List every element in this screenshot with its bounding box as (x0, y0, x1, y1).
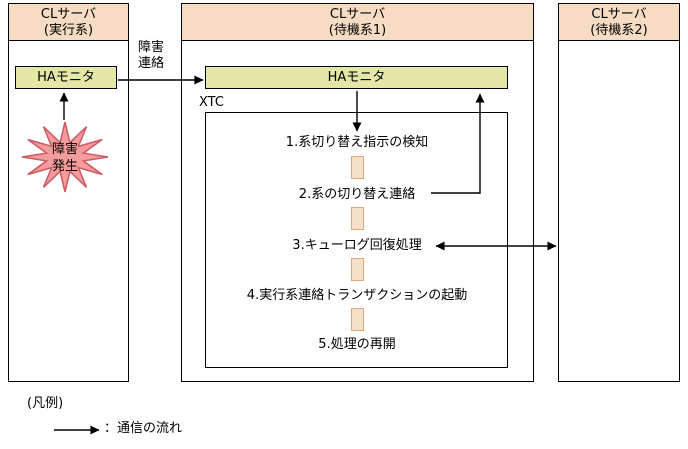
legend-flow-label: ：通信の流れ (104, 421, 183, 436)
legend-title: (凡例) (27, 396, 64, 411)
failure-notice-label: 障害 連絡 (138, 40, 165, 71)
step-connector-3 (351, 258, 364, 281)
step-4: 4.実行系連絡トランザクションの起動 (246, 288, 468, 303)
step-connector-1 (351, 156, 364, 179)
ha-monitor-active: HAモニタ (15, 66, 117, 89)
step-connector-2 (351, 207, 364, 230)
step-2: 2.系の切り替え連絡 (298, 187, 416, 202)
failure-burst-label: 障害 発生 (51, 142, 78, 174)
step-3: 3.キューログ回復処理 (292, 238, 422, 253)
step-1: 1.系切り替え指示の検知 (285, 135, 429, 150)
server-box-standby2: CLサーバ (待機系2) (558, 3, 680, 382)
ha-monitor-standby1: HAモニタ (205, 66, 508, 89)
server-header-standby1: CLサーバ (待機系1) (182, 4, 533, 41)
step-connector-4 (351, 308, 364, 331)
server-header-active: CLサーバ (実行系) (9, 4, 128, 41)
server-box-active: CLサーバ (実行系) (8, 3, 129, 382)
step-5: 5.処理の再開 (318, 337, 396, 352)
server-header-standby2: CLサーバ (待機系2) (559, 4, 679, 41)
xtc-label: XTC (199, 95, 224, 110)
